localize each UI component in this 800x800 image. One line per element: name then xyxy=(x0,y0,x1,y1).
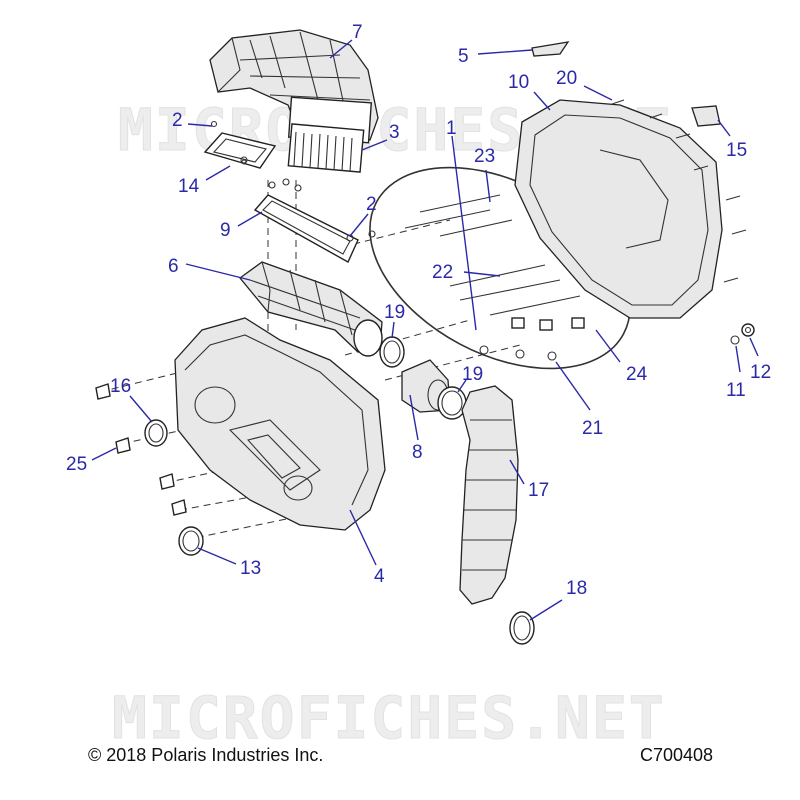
part-clamp-19b xyxy=(437,386,467,420)
part-pin-11 xyxy=(730,335,740,345)
part-label-5 xyxy=(531,41,570,57)
callout-6: 6 xyxy=(168,256,179,277)
callout-19a: 19 xyxy=(384,302,405,323)
part-bolts-23 xyxy=(404,194,513,237)
callout-9: 9 xyxy=(220,220,231,241)
callout-12: 12 xyxy=(750,362,771,383)
watermark-bottom: MICROFICHES.NET xyxy=(112,684,666,752)
callout-24: 24 xyxy=(626,364,648,385)
part-screws-20 xyxy=(611,99,747,283)
callout-17: 17 xyxy=(528,480,549,501)
part-clamp-18 xyxy=(509,611,535,645)
callout-14: 14 xyxy=(178,176,200,197)
callout-2a: 2 xyxy=(172,110,183,131)
callout-25: 25 xyxy=(66,454,87,475)
part-nut-12 xyxy=(741,323,755,337)
callout-2b: 2 xyxy=(366,194,377,215)
part-clamp-19a xyxy=(379,336,405,368)
callout-19b: 19 xyxy=(462,364,483,385)
part-housing-4 xyxy=(174,317,386,531)
leader-lines xyxy=(91,39,759,621)
part-grommets-25 xyxy=(95,383,187,516)
part-seal-13 xyxy=(178,526,204,556)
callout-13: 13 xyxy=(240,558,261,579)
part-fasteners-21 xyxy=(479,317,585,361)
screws-upper xyxy=(241,159,376,242)
callout-5: 5 xyxy=(458,46,469,67)
callout-18: 18 xyxy=(566,578,587,599)
callout-1: 1 xyxy=(446,118,457,139)
callout-20: 20 xyxy=(556,68,577,89)
part-outer-cover-10 xyxy=(514,99,723,319)
callout-21: 21 xyxy=(582,418,603,439)
callout-11: 11 xyxy=(726,380,746,401)
part-outlet-duct-17 xyxy=(459,385,519,605)
diagram-code: C700408 xyxy=(640,745,714,765)
copyright-notice: © 2018 Polaris Industries Inc. xyxy=(88,745,324,765)
callout-3: 3 xyxy=(389,122,400,143)
callout-22: 22 xyxy=(432,262,453,283)
part-seal-16 xyxy=(144,419,168,447)
callout-23: 23 xyxy=(474,146,495,167)
part-filter-3 xyxy=(287,123,365,173)
part-gasket-9 xyxy=(253,194,359,263)
callout-10: 10 xyxy=(508,72,529,93)
callout-8: 8 xyxy=(412,442,423,463)
part-decal-15 xyxy=(691,105,721,127)
callout-7: 7 xyxy=(352,22,363,43)
callout-15: 15 xyxy=(726,140,747,161)
callout-16: 16 xyxy=(110,376,131,397)
callout-4: 4 xyxy=(374,566,385,587)
callouts: 1 2 2 3 4 5 6 7 8 9 10 11 12 13 14 15 16… xyxy=(66,22,771,599)
